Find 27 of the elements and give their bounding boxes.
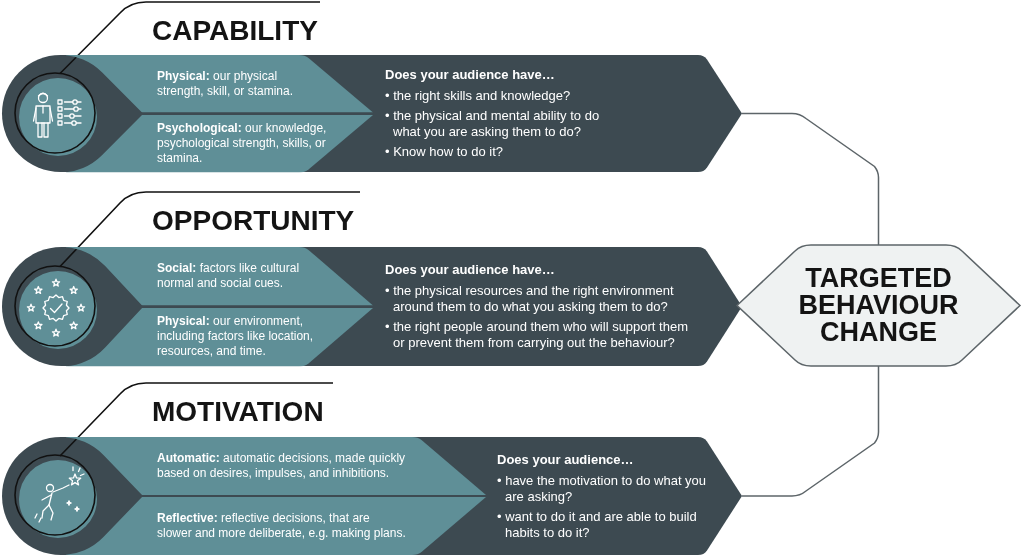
question-item: • Know how to do it?: [385, 144, 504, 160]
factor-text: Social: factors like cultural normal and social cues.: [157, 261, 301, 292]
question-item: • want to do it and are able to build habits to do it?: [497, 508, 698, 541]
question-item: • the right skills and knowledge?: [385, 88, 572, 104]
category-heading: MOTIVATION: [152, 398, 324, 426]
question-item: • have the motivation to do what you are asking?: [497, 472, 708, 505]
question-item: • the right people around them who will support them or prevent them from carrying out the behaviour?: [385, 319, 689, 351]
outcome-label: TARGETED BEHAVIOUR CHANGE: [797, 265, 960, 346]
factor-text: Automatic: automatic decisions, made quickly based on desires, impulses, and inhibitions.: [157, 451, 407, 481]
question-heading: Does your audience have…: [385, 67, 555, 83]
factor-panel: [66, 114, 373, 172]
connector-line: [741, 365, 880, 497]
factor-panel: [66, 307, 373, 366]
question-heading: Does your audience…: [497, 451, 634, 468]
factor-panel: [66, 247, 373, 306]
factor-text: Physical: our environment, including factors like location, resources, and time.: [157, 314, 315, 360]
question-item: • the physical and mental ability to do what you are asking them to do?: [385, 108, 601, 140]
factor-text: Physical: our physical strength, skill, or stamina.: [157, 68, 295, 99]
question-item: • the physical resources and the right environment around them to do what you asking them to do?: [385, 283, 675, 315]
factor-text: Reflective: reflective decisions, that are slower and more deliberate, e.g. making plans.: [157, 511, 406, 541]
category-heading: OPPORTUNITY: [152, 207, 355, 235]
factor-text: Psychological: our knowledge, psychological strength, skills, or stamina.: [157, 120, 328, 166]
connector-line: [741, 112, 880, 246]
outcome-hexagon: [737, 245, 1020, 366]
factor-panel: [66, 55, 373, 113]
question-heading: Does your audience have…: [385, 262, 555, 278]
category-heading: CAPABILITY: [152, 17, 318, 45]
